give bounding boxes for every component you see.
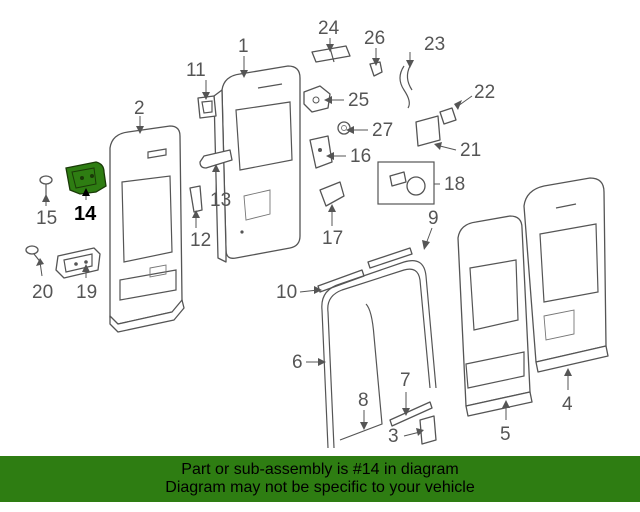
callout-11[interactable]: 11 [186, 60, 206, 81]
callout-21[interactable]: 21 [460, 140, 481, 161]
part-4-door[interactable] [523, 177, 609, 373]
callout-labels: 1 2 3 4 5 6 7 8 9 10 11 12 13 14 15 16 1… [32, 18, 573, 447]
callout-15[interactable]: 15 [36, 208, 57, 229]
part-12-bumper[interactable] [189, 185, 203, 213]
callout-20[interactable]: 20 [32, 282, 53, 303]
callout-7[interactable]: 7 [400, 370, 411, 391]
part-3-guide[interactable] [419, 415, 437, 445]
part-18-kit[interactable] [377, 161, 435, 205]
part-8-seal[interactable] [339, 303, 383, 441]
part-19-hinge[interactable] [55, 247, 101, 279]
info-banner: Part or sub-assembly is #14 in diagram D… [0, 456, 640, 502]
callout-9[interactable]: 9 [428, 208, 439, 229]
part-6-seal[interactable] [321, 260, 437, 449]
callout-24[interactable]: 24 [318, 18, 340, 39]
part-10-weatherstrip[interactable] [317, 269, 365, 293]
part-13-handle[interactable] [199, 149, 233, 169]
part-5-door[interactable] [457, 215, 533, 417]
callout-16[interactable]: 16 [350, 146, 371, 167]
part-22-bumper[interactable] [439, 107, 457, 125]
callout-10[interactable]: 10 [276, 282, 297, 303]
part-7-strip[interactable] [389, 401, 433, 427]
leader-lines [36, 38, 572, 437]
callout-19[interactable]: 19 [76, 282, 97, 303]
callout-3[interactable]: 3 [388, 426, 399, 447]
callout-2[interactable]: 2 [134, 98, 145, 119]
part-27-nut[interactable] [337, 121, 351, 135]
part-2-left-door[interactable] [109, 125, 185, 333]
part-21-bracket[interactable] [415, 115, 441, 147]
callout-17[interactable]: 17 [322, 228, 343, 249]
callout-4[interactable]: 4 [562, 394, 573, 415]
callout-5[interactable]: 5 [500, 424, 511, 445]
callout-12[interactable]: 12 [190, 230, 211, 251]
callout-22[interactable]: 22 [474, 82, 495, 103]
callout-13[interactable]: 13 [210, 190, 231, 211]
part-14-hinge[interactable] [65, 161, 107, 195]
part-17-bracket[interactable] [319, 181, 345, 207]
callout-26[interactable]: 26 [364, 28, 385, 49]
parts-diagram: 1 2 3 4 5 6 7 8 9 10 11 12 13 14 15 16 1… [25, 18, 609, 449]
part-9-weatherstrip[interactable] [367, 247, 413, 269]
callout-23[interactable]: 23 [424, 34, 445, 55]
callout-1[interactable]: 1 [238, 36, 249, 57]
part-1-right-door[interactable] [213, 65, 301, 263]
callout-25[interactable]: 25 [348, 90, 369, 111]
part-16-striker[interactable] [309, 135, 333, 169]
part-11-latch[interactable] [197, 95, 217, 119]
banner-line-2: Diagram may not be specific to your vehi… [165, 479, 475, 496]
callout-14[interactable]: 14 [74, 203, 97, 225]
part-23-cable[interactable] [399, 65, 413, 109]
callout-18[interactable]: 18 [444, 174, 465, 195]
callout-27[interactable]: 27 [372, 120, 393, 141]
callout-6[interactable]: 6 [292, 352, 303, 373]
part-15-bolt[interactable] [39, 175, 53, 198]
part-25-latch[interactable] [303, 85, 331, 113]
banner-line-1: Part or sub-assembly is #14 in diagram [181, 461, 459, 478]
callout-8[interactable]: 8 [358, 390, 369, 411]
